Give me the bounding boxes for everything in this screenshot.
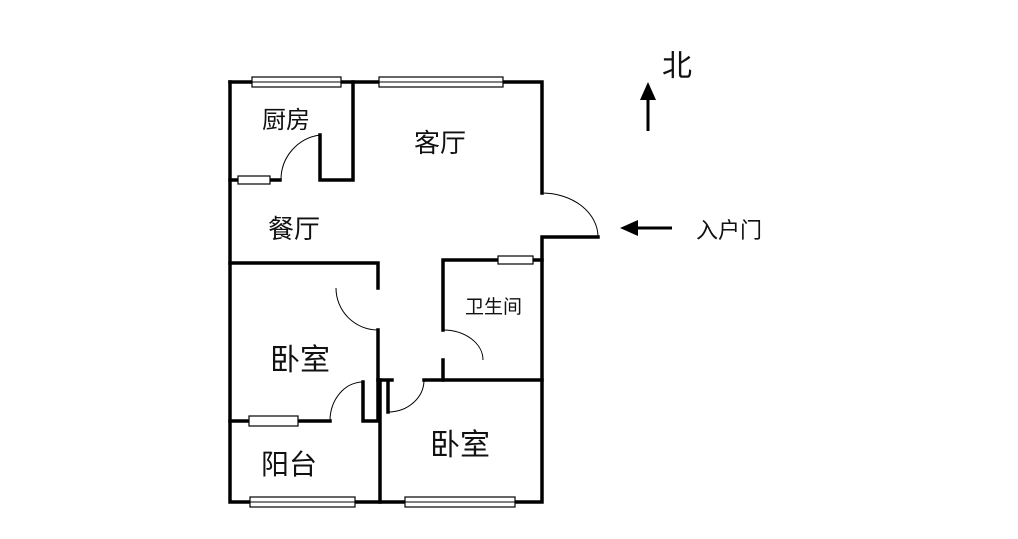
bathroom-door (442, 329, 484, 361)
room-label-bathroom: 卫生间 (465, 296, 522, 318)
windows (237, 76, 534, 508)
room-label-living-room: 客厅 (414, 129, 466, 159)
kitchen-door (280, 134, 321, 181)
room-label-balcony: 阳台 (261, 448, 317, 481)
bedroom-2-door (387, 379, 425, 413)
entrance-door (541, 192, 599, 238)
north-arrow-icon (640, 82, 656, 131)
room-label-kitchen: 厨房 (262, 106, 310, 134)
room-label-bedroom-2: 卧室 (430, 428, 490, 463)
bedroom-1-door (335, 287, 379, 331)
compass-label: 北 (662, 49, 692, 84)
entrance-arrow-icon (620, 220, 672, 236)
doors (280, 134, 599, 422)
entrance-label: 入户门 (696, 219, 762, 244)
balcony-door (329, 381, 364, 422)
room-label-dining-room: 餐厅 (268, 215, 320, 245)
room-label-bedroom-1: 卧室 (270, 343, 330, 378)
